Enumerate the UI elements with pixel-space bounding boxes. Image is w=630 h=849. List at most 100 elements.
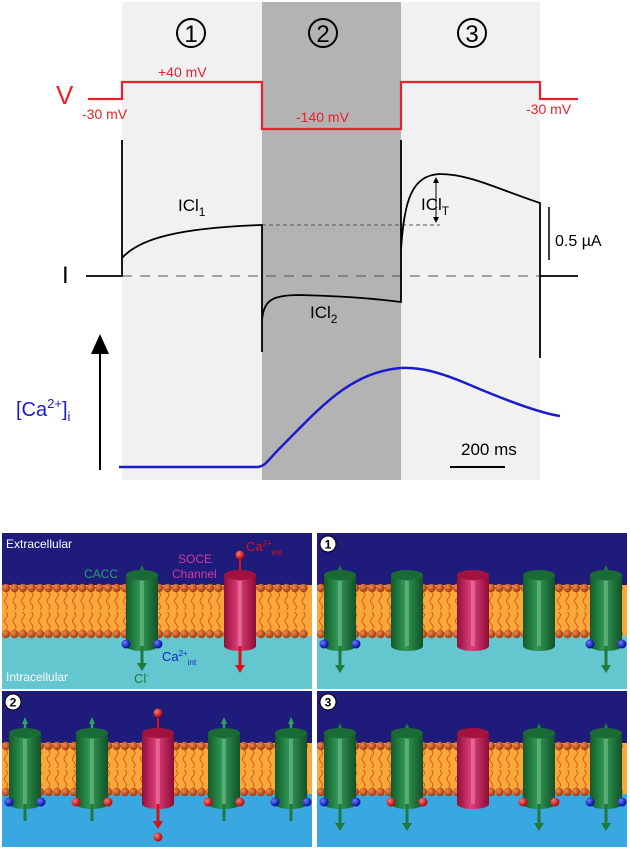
- lipid-head: [52, 741, 62, 751]
- lipid-head: [171, 583, 181, 593]
- lipid-head: [359, 629, 368, 639]
- soce-channel-closed-body: [457, 575, 489, 646]
- voltage-label-step1: +40 mV: [158, 64, 207, 80]
- lipid-head: [27, 583, 36, 593]
- lipid-tail: [370, 611, 374, 631]
- lipid-tail: [97, 591, 102, 611]
- lipid-tail: [63, 769, 68, 789]
- voltage-label-holding-end: -30 mV: [526, 101, 572, 117]
- time-scale-label: 200 ms: [461, 440, 517, 459]
- lipid-head: [205, 629, 215, 639]
- lipid-head: [180, 787, 189, 797]
- lipid-head: [571, 787, 581, 797]
- lipid-head: [61, 583, 70, 593]
- lipid-tail: [63, 611, 68, 631]
- phase-3-band: [401, 2, 540, 480]
- lipid-tail: [174, 611, 178, 631]
- lipid-head: [61, 629, 70, 639]
- lipid-head: [317, 629, 326, 639]
- lipid-tail: [429, 591, 434, 611]
- lipid-tail: [489, 591, 493, 611]
- lipid-tail: [114, 611, 119, 631]
- phase-badge-circle: [319, 693, 337, 711]
- lipid-head: [188, 741, 198, 751]
- extracellular-label: Extracellular: [6, 537, 72, 551]
- phase-badge-circle: [4, 693, 22, 711]
- lipid-tail: [514, 591, 519, 611]
- lipid-head: [563, 583, 572, 593]
- lipid-tail: [80, 591, 85, 611]
- ca-int-ion: [36, 797, 46, 807]
- lipid-head: [571, 583, 581, 593]
- lipid-head: [10, 629, 19, 639]
- cacc-channel-open-body: [590, 575, 622, 646]
- cacc-channel-pore: [289, 739, 293, 804]
- lipid-tail: [216, 591, 221, 611]
- cacc-channel-open-body: [324, 575, 356, 646]
- lipid-head: [2, 741, 11, 751]
- lipid-tail: [29, 611, 34, 631]
- lipid-tail: [276, 611, 280, 631]
- lipid-head: [35, 583, 45, 593]
- cacc-channel-open-top: [324, 570, 356, 580]
- cacc-channel: [126, 570, 158, 651]
- cacc-channel: [76, 728, 108, 809]
- cacc-channel-open-body: [523, 733, 555, 804]
- phase-badge-number: 3: [325, 696, 332, 710]
- ca-ext-label: Ca2+ext: [246, 539, 283, 557]
- cacc-channel-closed-body: [523, 575, 555, 646]
- lipid-tail: [446, 611, 451, 631]
- ca-int-label-subscript: int: [188, 658, 197, 667]
- chloride-efflux-arrow: [601, 646, 611, 673]
- lipid-tail: [582, 611, 587, 631]
- ca-ext-derived-ion: [235, 797, 245, 807]
- lipid-tail: [174, 769, 178, 789]
- lipid-head: [563, 787, 572, 797]
- chloride-efflux-arrow-head: [335, 823, 345, 831]
- lipid-tail: [557, 591, 561, 611]
- lipid-tail: [565, 611, 570, 631]
- chloride-influx-arrow-head: [288, 717, 294, 724]
- lipid-tail: [514, 611, 519, 631]
- ca-int-ion: [121, 639, 131, 649]
- lipid-head: [563, 741, 572, 751]
- lipid-head: [78, 629, 87, 639]
- lipid-tail: [387, 749, 391, 769]
- ca-ext-derived-ion: [418, 797, 428, 807]
- lipid-tail: [89, 591, 93, 611]
- ca-ext-derived-ion: [550, 797, 560, 807]
- lipid-tail: [319, 591, 323, 611]
- lipid-tail: [182, 749, 187, 769]
- calcium-axis-label: [Ca2+]i: [16, 396, 71, 424]
- lipid-head: [103, 583, 113, 593]
- lipid-head: [512, 629, 521, 639]
- lipid-tail: [106, 611, 110, 631]
- lipid-head: [495, 583, 504, 593]
- lipid-tail: [89, 611, 93, 631]
- chloride-efflux-arrow-head: [534, 823, 544, 831]
- chloride-efflux-arrow-head: [402, 823, 412, 831]
- chloride-influx-arrow-head: [22, 717, 28, 724]
- lipid-tail: [582, 769, 587, 789]
- lipid-head: [86, 629, 96, 639]
- cacc-channel-top: [9, 728, 41, 738]
- current-trace: [86, 140, 578, 358]
- iclt-arrowhead-down: [433, 217, 439, 223]
- lipid-tail: [174, 591, 178, 611]
- chloride-charge: -: [146, 671, 149, 680]
- lipid-head: [248, 787, 257, 797]
- lipid-head: [367, 741, 377, 751]
- lipid-head: [18, 583, 28, 593]
- ca-int-ion: [585, 639, 595, 649]
- phase-2-number: 2: [316, 21, 329, 48]
- lipid-head: [52, 583, 62, 593]
- cacc-channel-open-pore: [338, 581, 342, 646]
- lipid-tail: [319, 611, 323, 631]
- lipid-head: [188, 787, 198, 797]
- lipid-head: [52, 629, 62, 639]
- icl2-label: ICl2: [310, 303, 338, 326]
- lipid-tail: [582, 749, 587, 769]
- lipid-head: [503, 787, 513, 797]
- chloride-efflux-arrow-head: [601, 823, 611, 831]
- lipid-head: [239, 787, 249, 797]
